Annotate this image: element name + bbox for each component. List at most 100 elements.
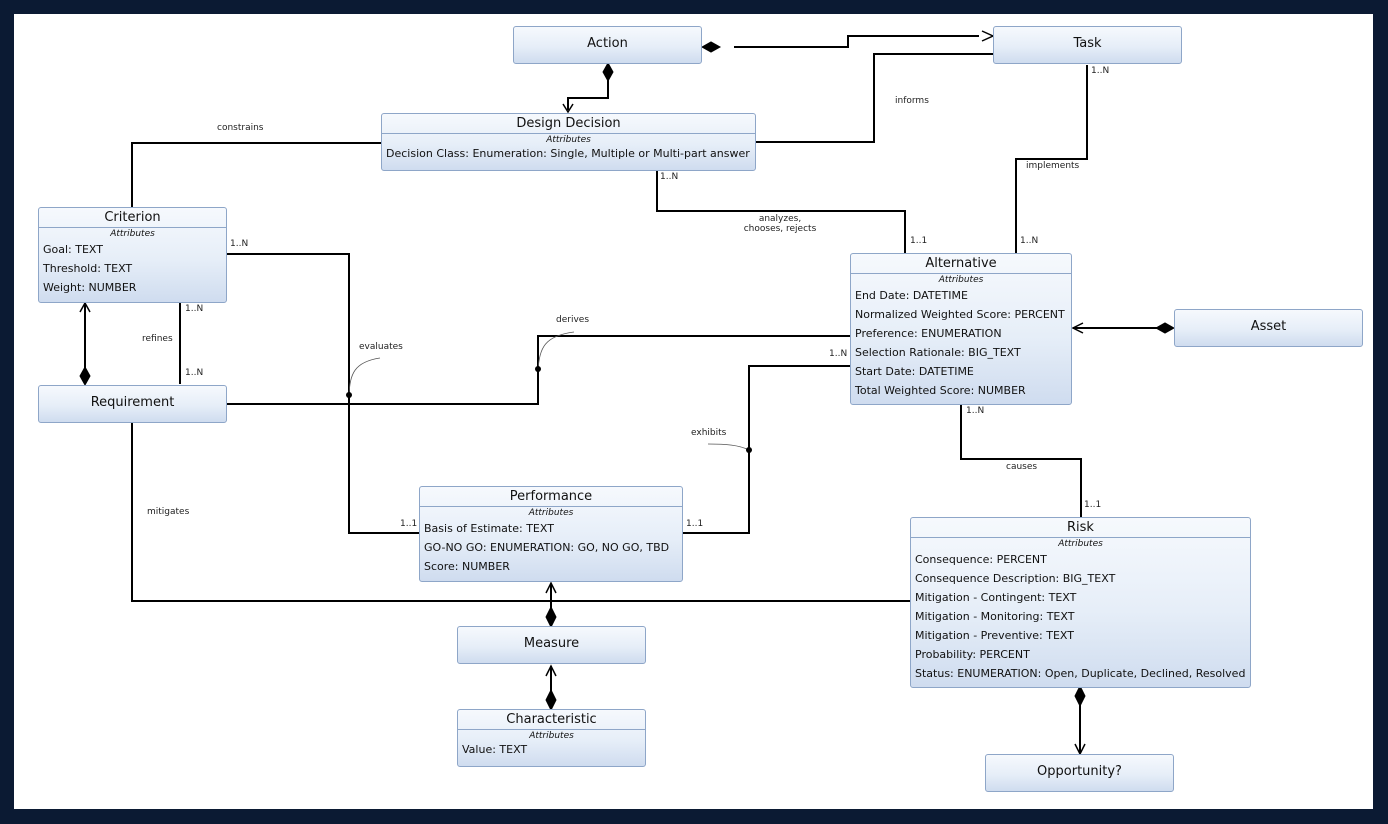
- multiplicity-label: 1..N: [185, 368, 204, 378]
- attributes-header: Attributes: [546, 135, 591, 145]
- arrowhead-task: [981, 30, 995, 42]
- arrowhead-performance: [545, 581, 557, 594]
- multiplicity-label: 1..N: [829, 349, 848, 359]
- junction-derives: [535, 366, 541, 372]
- relation-label-informs: informs: [895, 96, 929, 106]
- attributes-header: Attributes: [938, 275, 984, 285]
- entity-criterion-name: Criterion: [39, 208, 226, 228]
- attribute: Goal: TEXT: [43, 243, 103, 256]
- arrowhead-measure: [545, 664, 557, 677]
- multiplicity-label: 1..N: [1020, 236, 1039, 246]
- entity-asset-name: Asset: [1250, 319, 1287, 334]
- relation-label-refines: refines: [142, 334, 173, 344]
- attribute: Score: NUMBER: [424, 560, 510, 573]
- multiplicity-label: 1..N: [185, 304, 204, 314]
- attributes-header: Attributes: [110, 229, 155, 239]
- attribute: Mitigation - Monitoring: TEXT: [915, 610, 1075, 623]
- entity-performance-name: Performance: [420, 487, 682, 507]
- relation-label-causes: causes: [1006, 462, 1038, 472]
- relation-label-analyzes: analyzes, chooses, rejects: [740, 214, 820, 234]
- attribute: Preference: ENUMERATION: [855, 327, 1002, 340]
- connector-implements: [1015, 65, 1088, 253]
- relation-label-implements: implements: [1026, 161, 1080, 171]
- multiplicity-label: 1..N: [230, 239, 249, 249]
- relation-label-constrains: constrains: [217, 123, 264, 133]
- relation-label-evaluates: evaluates: [359, 342, 403, 352]
- relation-label-exhibits: exhibits: [691, 428, 727, 438]
- leader-evaluates: [348, 357, 381, 396]
- entity-action-name: Action: [587, 36, 628, 51]
- entity-performance[interactable]: Performance Attributes Basis of Estimate…: [419, 486, 683, 582]
- attributes-header: Attributes: [1058, 539, 1103, 549]
- diamond-requirement: [79, 365, 91, 387]
- multiplicity-label: 1..1: [400, 519, 418, 529]
- entity-asset[interactable]: Asset: [1174, 309, 1363, 347]
- attribute: Probability: PERCENT: [915, 648, 1030, 661]
- connector-exhibits: [683, 365, 850, 534]
- entity-task[interactable]: Task: [993, 26, 1182, 64]
- entity-task-name: Task: [1073, 36, 1102, 51]
- attribute: Status: ENUMERATION: Open, Duplicate, De…: [915, 667, 1246, 680]
- relation-label-derives: derives: [556, 315, 590, 325]
- multiplicity-label: 1..1: [1084, 500, 1102, 510]
- attribute: Mitigation - Preventive: TEXT: [915, 629, 1074, 642]
- entity-characteristic-name: Characteristic: [458, 710, 645, 730]
- arrowhead-alternative: [1071, 322, 1084, 334]
- entity-criterion[interactable]: Criterion Attributes Goal: TEXT Threshol…: [38, 207, 227, 303]
- entity-opportunity-name: Opportunity?: [1037, 764, 1122, 779]
- entity-alternative[interactable]: Alternative Attributes End Date: DATETIM…: [850, 253, 1072, 405]
- entity-opportunity[interactable]: Opportunity?: [985, 754, 1174, 792]
- relation-label-analyzes-line1: analyzes,: [758, 214, 802, 224]
- entity-measure-name: Measure: [523, 636, 580, 651]
- diamond-action-dd: [602, 61, 614, 83]
- attribute: Selection Rationale: BIG_TEXT: [855, 346, 1021, 359]
- connector-causes: [960, 405, 1082, 517]
- entity-design-decision[interactable]: Design Decision Attributes Decision Clas…: [381, 113, 756, 171]
- relation-label-mitigates: mitigates: [147, 507, 190, 517]
- entity-design-decision-name: Design Decision: [382, 114, 755, 134]
- entity-risk-name: Risk: [911, 518, 1250, 538]
- attribute: Start Date: DATETIME: [855, 365, 974, 378]
- attribute: Threshold: TEXT: [43, 262, 133, 275]
- attribute: GO-NO GO: ENUMERATION: GO, NO GO, TBD: [424, 541, 670, 554]
- entity-requirement[interactable]: Requirement: [38, 385, 227, 423]
- diamond-risk: [1074, 684, 1086, 708]
- arrowhead-criterion: [79, 301, 91, 313]
- junction-evaluates: [346, 392, 352, 398]
- diamond-action-task: [700, 41, 722, 53]
- attributes-header: Attributes: [529, 731, 574, 741]
- arrowhead-design-decision: [562, 103, 574, 114]
- leader-exhibits: [707, 443, 750, 451]
- diamond-asset: [1154, 322, 1176, 334]
- diagram-canvas: Action Task Design Decision Attributes D…: [14, 14, 1373, 809]
- connectors-layer: [79, 30, 1176, 756]
- entity-risk[interactable]: Risk Attributes Consequence: PERCENT Con…: [910, 517, 1251, 688]
- diamond-characteristic: [545, 688, 557, 712]
- entity-requirement-name: Requirement: [90, 395, 175, 410]
- attribute: Value: TEXT: [462, 743, 528, 756]
- attribute: Normalized Weighted Score: PERCENT: [855, 308, 1065, 321]
- entity-characteristic[interactable]: Characteristic Attributes Value: TEXT: [457, 709, 646, 767]
- multiplicity-label: 1..N: [966, 406, 985, 416]
- diamond-measure: [545, 605, 557, 629]
- multiplicity-label: 1..1: [686, 519, 704, 529]
- multiplicity-label: 1..N: [660, 172, 679, 182]
- attribute: Decision Class: Enumeration: Single, Mul…: [386, 147, 750, 160]
- junction-exhibits: [746, 447, 752, 453]
- entity-action[interactable]: Action: [513, 26, 702, 64]
- attribute: End Date: DATETIME: [855, 289, 968, 302]
- leader-derives: [537, 331, 575, 370]
- connector-action-design-decision: [567, 78, 609, 110]
- relation-label-analyzes-line2: chooses, rejects: [743, 224, 817, 234]
- connector-analyzes: [656, 171, 906, 253]
- connector-mitigates: [131, 423, 910, 602]
- connector-action-task: [734, 35, 979, 48]
- attribute: Consequence Description: BIG_TEXT: [915, 572, 1116, 585]
- attribute: Weight: NUMBER: [43, 281, 137, 294]
- attribute: Total Weighted Score: NUMBER: [855, 384, 1026, 397]
- attributes-header: Attributes: [528, 508, 574, 518]
- attribute: Mitigation - Contingent: TEXT: [915, 591, 1077, 604]
- entity-alternative-name: Alternative: [851, 254, 1071, 274]
- entity-measure[interactable]: Measure: [457, 626, 646, 664]
- multiplicity-label: 1..1: [910, 236, 928, 246]
